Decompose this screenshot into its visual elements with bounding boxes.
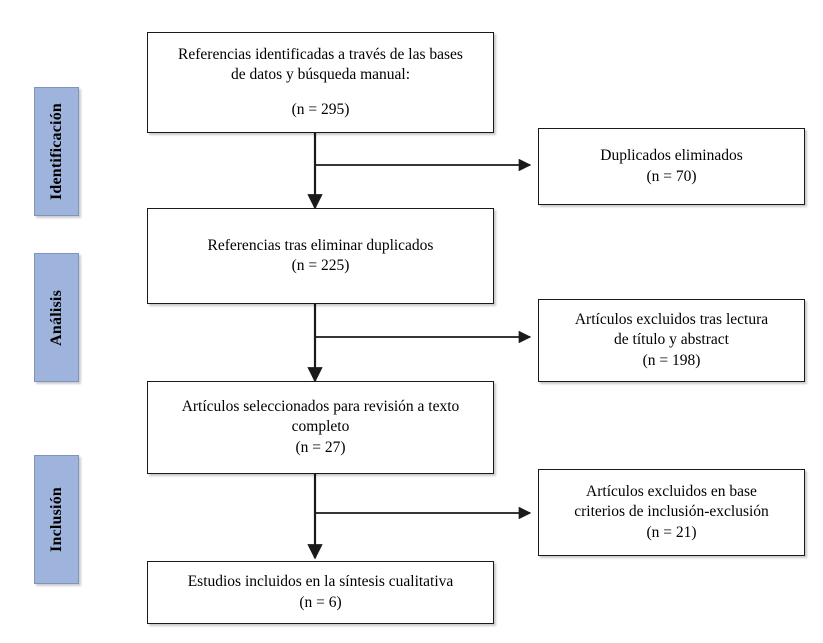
box-count: (n = 225) — [291, 257, 350, 274]
box-excluded-title-abstract: Artículos excluidos tras lectura de títu… — [538, 299, 805, 382]
box-count: (n = 198) — [642, 351, 701, 369]
box-line-1: Artículos excluidos tras lectura — [574, 311, 769, 329]
stage-label-text: Identificación — [47, 102, 65, 201]
stage-label-inclusion: Inclusión — [34, 455, 79, 584]
box-excluded-criteria: Artículos excluidos en base criterios de… — [538, 469, 805, 556]
box-line-1: Artículos excluidos en base — [586, 483, 757, 501]
box-count: (n = 27) — [295, 438, 346, 456]
box-line-2: criterios de inclusión-exclusión — [574, 503, 769, 521]
box-count: (n = 295) — [291, 100, 350, 118]
box-duplicates-removed: Duplicados eliminados (n = 70) — [538, 128, 805, 205]
box-line-1: Estudios incluidos en la síntesis cualit… — [187, 573, 454, 591]
box-line-1: Referencias tras eliminar duplicados — [207, 236, 434, 254]
box-fulltext-selected: Artículos seleccionados para revisión a … — [147, 381, 494, 474]
box-after-duplicates: Referencias tras eliminar duplicados (n … — [147, 208, 494, 304]
stage-label-text: Análisis — [47, 289, 65, 346]
box-line-1: Artículos seleccionados para revisión a … — [181, 398, 460, 416]
stage-label-analisis: Análisis — [34, 253, 79, 382]
box-count: (n = 21) — [646, 523, 697, 541]
stage-label-text: Inclusión — [47, 487, 65, 552]
box-line-2: completo — [291, 418, 350, 436]
box-line-2: de título y abstract — [614, 331, 729, 349]
box-references-identified: Referencias identificadas a través de la… — [147, 32, 494, 133]
box-count: (n = 6) — [299, 593, 342, 611]
stage-label-identificacion: Identificación — [34, 87, 79, 216]
box-count: (n = 70) — [646, 167, 697, 185]
box-line-1: Duplicados eliminados — [600, 147, 743, 165]
box-line-2: de datos y búsqueda manual: — [230, 66, 411, 84]
box-line-1: Referencias identificadas a través de la… — [178, 46, 463, 64]
box-included-synthesis: Estudios incluidos en la síntesis cualit… — [147, 561, 494, 624]
